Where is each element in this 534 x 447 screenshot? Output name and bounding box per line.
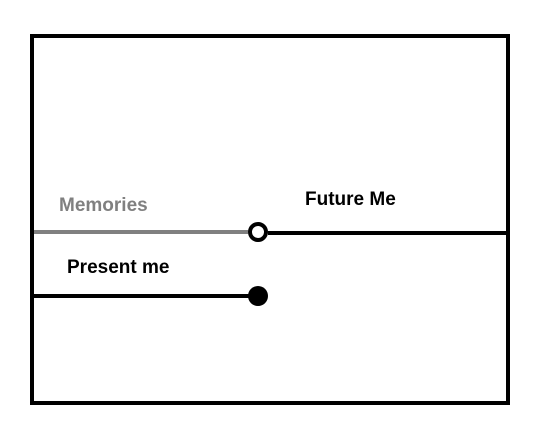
- present-me-line: [34, 294, 254, 298]
- memories-label: Memories: [59, 195, 148, 216]
- present-me-label: Present me: [67, 257, 170, 278]
- diagram-frame: [30, 34, 510, 405]
- future-me-label: Future Me: [305, 189, 396, 210]
- future-me-line: [268, 231, 506, 235]
- memories-line: [34, 230, 248, 234]
- filled-circle-marker: [248, 286, 268, 306]
- open-circle-marker: [248, 222, 268, 242]
